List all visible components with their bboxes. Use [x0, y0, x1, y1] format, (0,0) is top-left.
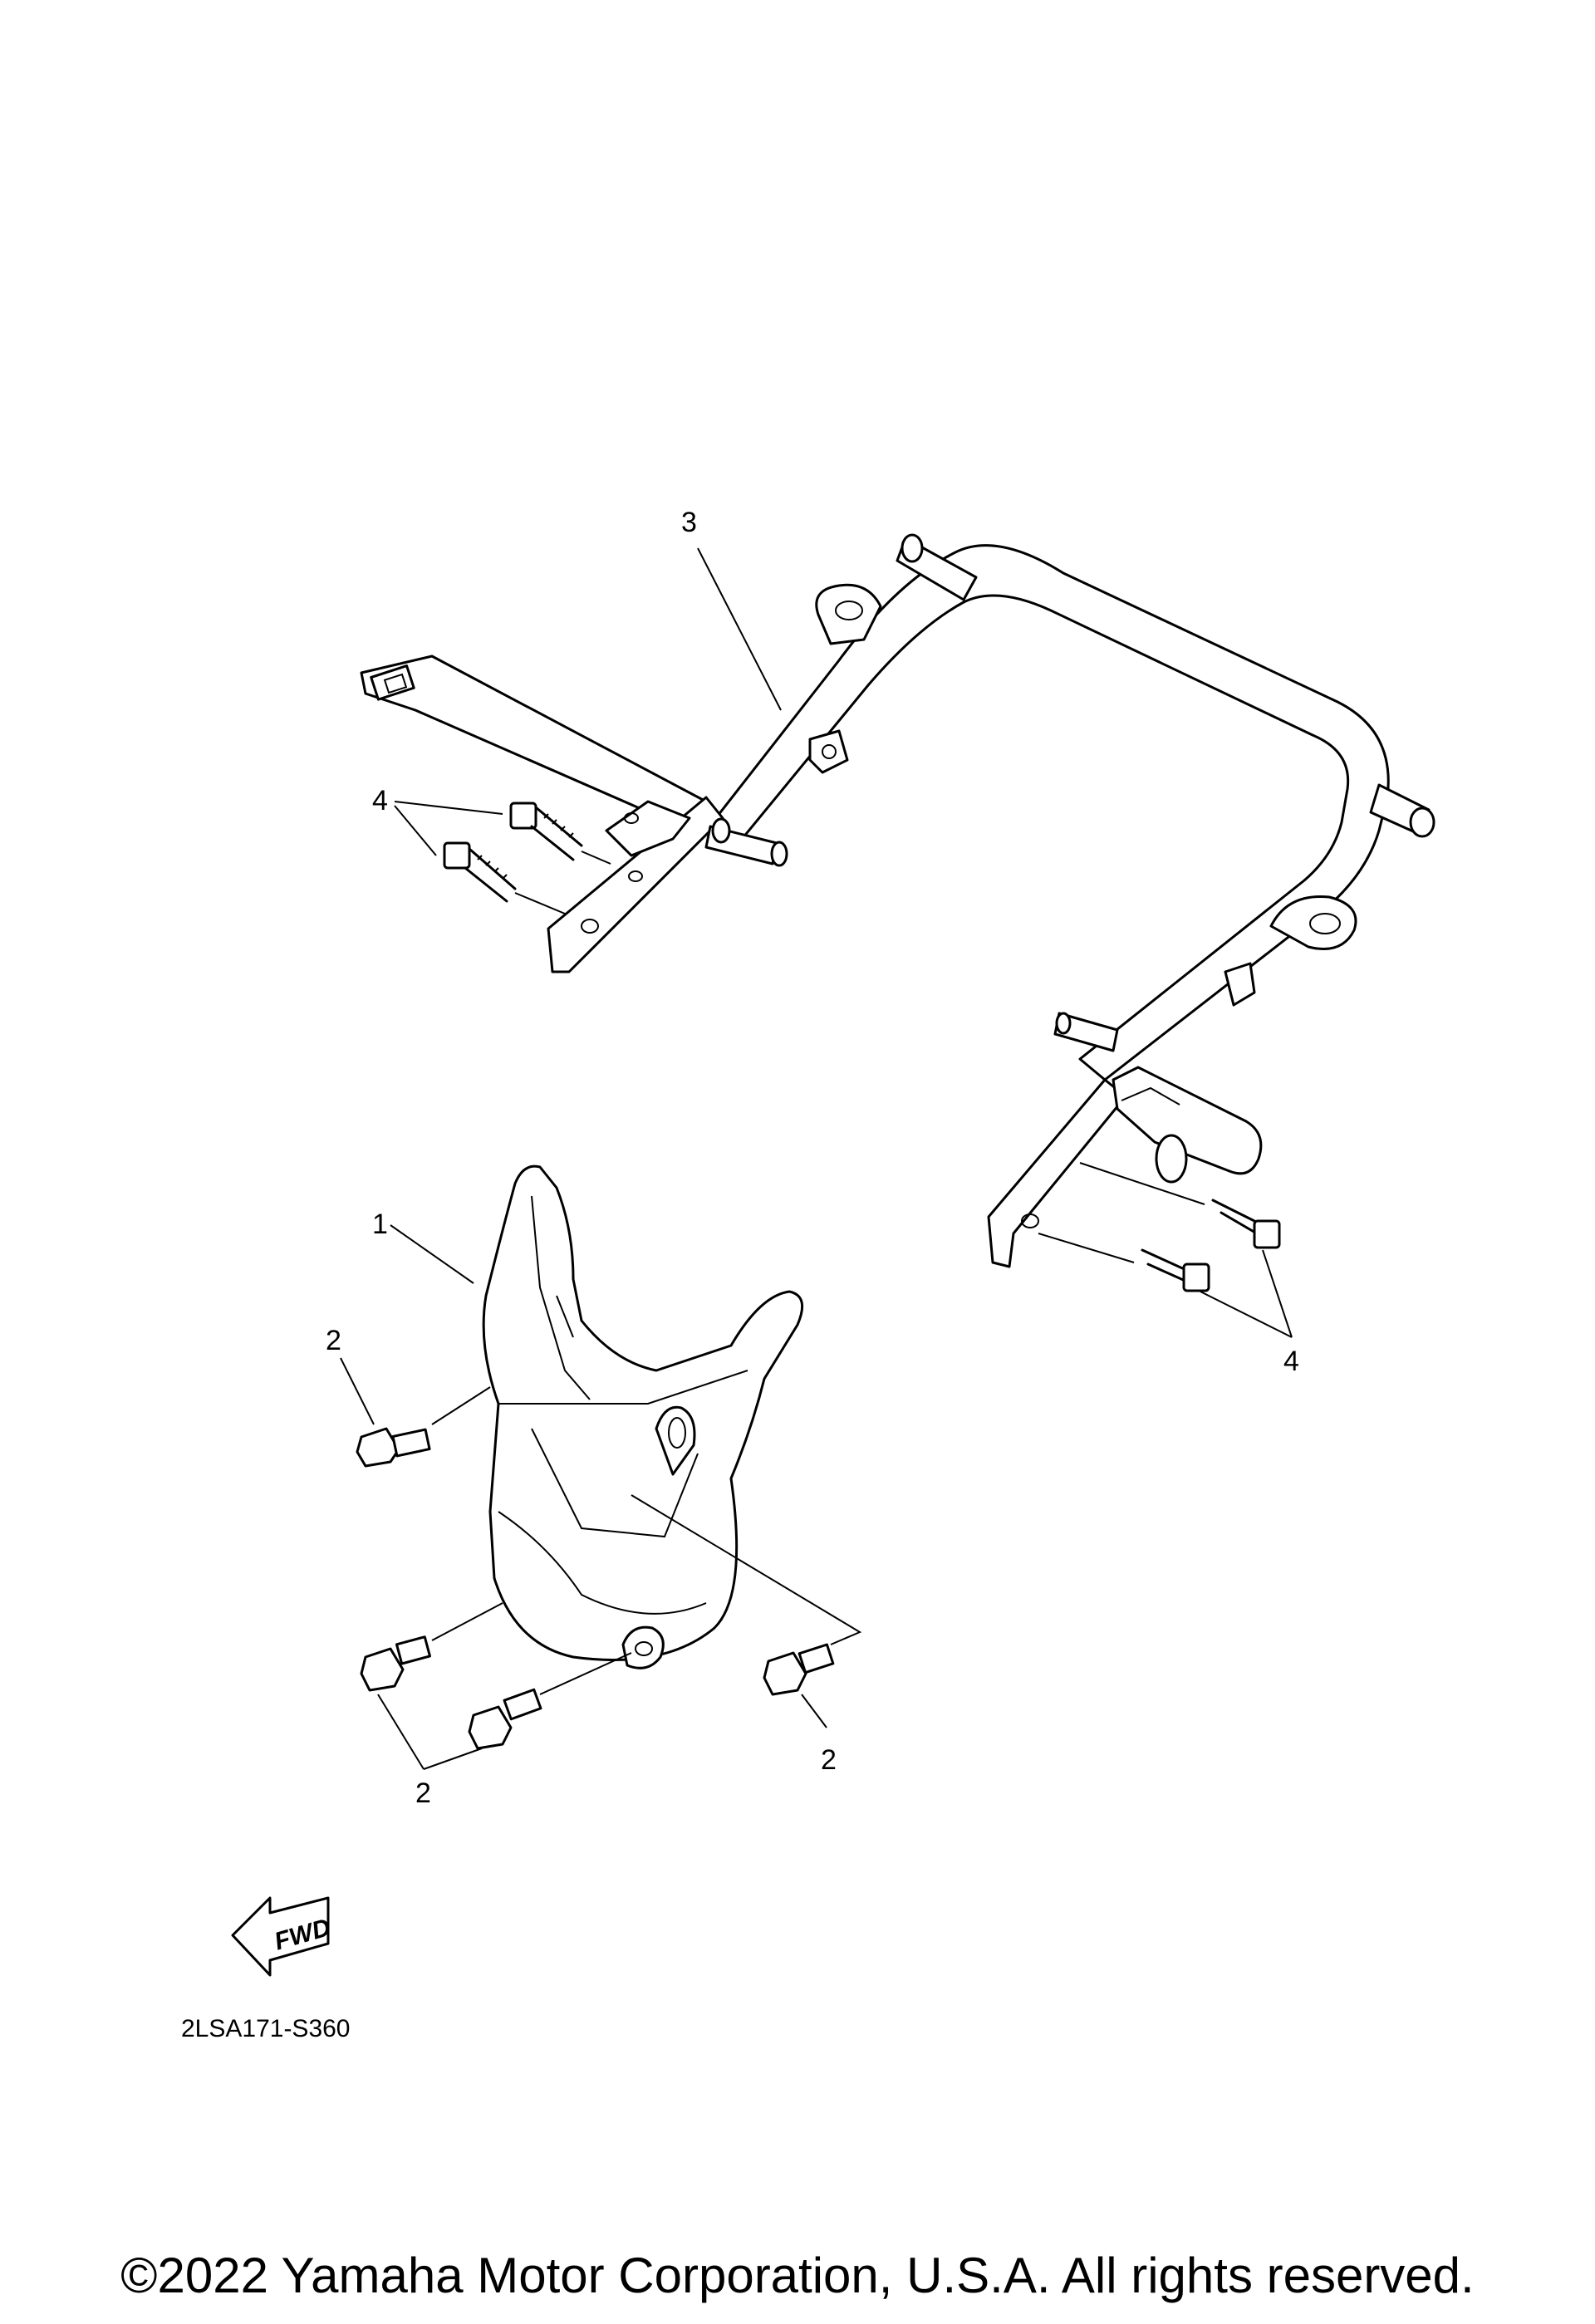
cover-panel: [482, 1164, 804, 1669]
bolt: [1141, 1248, 1210, 1292]
callout-cover-bolt-right: 2: [821, 1744, 837, 1776]
frame-bolts-right: [1038, 1162, 1281, 1292]
callout-frame-bolts-left: 4: [372, 785, 388, 816]
diagram-code: 2LSA171-S360: [181, 2015, 351, 2042]
callout-cover: 1: [372, 1209, 388, 1240]
bolt: [443, 841, 517, 903]
leader-lines: [340, 547, 1293, 1770]
callout-frame-bolts-right: 4: [1283, 1346, 1299, 1377]
bolt: [1211, 1199, 1281, 1249]
callout-frame: 3: [681, 507, 697, 538]
callout-cover-bolt-left: 2: [326, 1325, 341, 1356]
frame-stay: [360, 533, 1436, 1268]
cover-bolt-right: [631, 1494, 862, 1696]
callout-cover-bolts-bottom: 2: [415, 1777, 431, 1809]
frame-bolts-left: [443, 802, 611, 914]
copyright-notice: ©2022 Yamaha Motor Corporation, U.S.A. A…: [120, 2248, 1474, 2303]
cover-bolt-left: [356, 1386, 491, 1468]
bolt: [360, 1602, 503, 1692]
fwd-arrow-icon: FWD: [231, 1896, 334, 1977]
bolt: [468, 1652, 632, 1750]
bolt: [509, 802, 583, 861]
cover-bolts-bottom: [360, 1602, 632, 1750]
